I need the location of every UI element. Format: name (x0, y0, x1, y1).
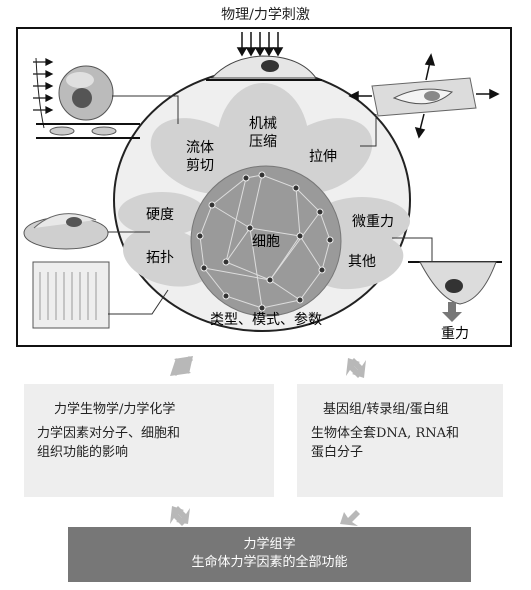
link-arrows (170, 356, 366, 526)
stiffness-topology-illustration (23, 213, 169, 329)
omics-box: 基因组/转录组/蛋白组 生物体全套DNA, RNA和 蛋白分子 (297, 384, 503, 497)
label-other: 其他 (348, 254, 376, 270)
mechanobiology-line2: 组织功能的影响 (37, 445, 129, 460)
mechanics-diagram-frame (16, 27, 512, 347)
label-shear-line1: 流体 (186, 140, 214, 156)
omics-description: 生物体全套DNA, RNA和 蛋白分子 (311, 424, 459, 462)
petal-shear (150, 118, 250, 194)
hub-caption: 类型、模式、参数 (210, 311, 322, 328)
gravity-label: 重力 (441, 326, 469, 342)
label-shear-line2: 剪切 (186, 158, 214, 174)
mechanobiology-title: 力学生物学/力学化学 (54, 402, 176, 417)
label-stiffness: 硬度 (146, 207, 174, 223)
mechanobiology-box: 力学生物学/力学化学 力学因素对分子、细胞和 组织功能的影响 (24, 384, 274, 497)
stimulus-title: 物理/力学刺激 (221, 7, 310, 23)
mechanomics-title: 力学组学 (243, 537, 296, 552)
label-cell: 细胞 (252, 234, 280, 250)
network-nodes (196, 171, 334, 312)
cell-network-circle (190, 165, 342, 317)
petal-topology (122, 227, 214, 287)
petal-stiffness (118, 192, 206, 236)
label-microgravity: 微重力 (352, 214, 394, 230)
omics-line2: 蛋白分子 (311, 445, 364, 460)
label-compression-line2: 压缩 (249, 134, 277, 150)
compression-cell-illustration (206, 32, 322, 81)
mechanomics-bar: 力学组学 生命体力学因素的全部功能 (68, 527, 471, 582)
label-topology: 拓扑 (146, 250, 174, 266)
mechanobiology-line1: 力学因素对分子、细胞和 (37, 426, 181, 441)
shear-cell-illustration (33, 57, 179, 139)
omics-title: 基因组/转录组/蛋白组 (323, 402, 449, 417)
mechanomics-subtitle: 生命体力学因素的全部功能 (191, 555, 348, 570)
label-stretch: 拉伸 (309, 149, 337, 165)
omics-line1: 生物体全套DNA, RNA和 (311, 426, 460, 441)
label-compression-line1: 机械 (249, 116, 277, 132)
stretch-cell-illustration (348, 53, 500, 147)
microgravity-cell-illustration (392, 237, 502, 322)
mechanobiology-description: 力学因素对分子、细胞和 组织功能的影响 (37, 424, 180, 462)
